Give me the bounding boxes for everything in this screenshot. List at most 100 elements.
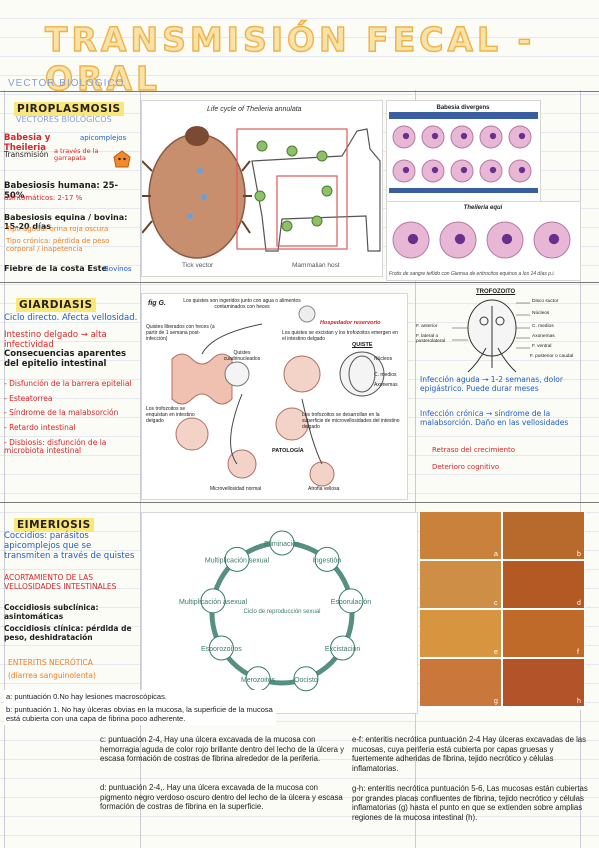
consecuencia-item: - Disfunción de la barrera epitelial [4,379,132,388]
photo-label: f [577,649,579,656]
parasite-dot [518,132,526,140]
babesia-micrograph-panel: Babesia divergens [386,100,541,202]
trofozoito-title: TROFOZOITO [476,289,516,295]
consecuencia-item: - Disbiosis: disfunción de la microbiota… [4,437,107,456]
cycle-step-label: Esporozoítos [201,646,242,653]
diarrea-sanguinolenta: (diarrea sanguinolenta) [8,671,96,680]
nucleos-t-label: Núcleos [532,311,550,316]
parasite-dot [431,166,439,174]
transmision: Transmisión [4,150,49,159]
photo-label: a [494,551,498,558]
intestine-photo [503,561,584,608]
cycle-stage [338,588,364,614]
column-line [140,90,141,848]
intestine-photo [503,610,584,657]
atrofia-label: Atrofia vellosa [308,486,340,492]
babesiosis-humana: Babesiosis humana: 25-50% [4,181,119,201]
giardia-intestino: Intestino delgado → alta infectividad [4,330,107,350]
acortamiento: ACORTAMIENTO DE LAS VELLOSIDADES INTESTI… [4,573,117,591]
f-anterior-label: F. anterior [416,324,438,329]
cycle-step-label: Excistación [325,646,361,653]
coccidiosis-subclinica: Coccidiosis subclínica: asintomáticas [4,603,99,621]
garrapata-icon [113,150,131,168]
parasite-dot [489,166,497,174]
section-divider [0,502,599,503]
parasite-dot [501,233,513,245]
giardiasis-heading-wrap: GIARDIASIS [16,294,96,312]
caption-a: a: puntuación 0.No hay lesiones macroscó… [4,690,276,703]
caption-b: b: puntuación 1. No hay úlceras obvias e… [4,703,276,725]
babesia-theileria: Babesia y Theileria [4,133,51,153]
column-line [580,90,581,848]
consecuencia-item: - Síndrome de la malabsorción [4,408,119,418]
piroplasmosis-heading-wrap: PIROPLASMOSIS [14,98,124,116]
vector-note: a través de la garrapata [54,147,99,163]
mammalian-host-label: Mammalian host [292,262,340,269]
f-posterior-label: F. posterior o caudal [530,354,574,359]
cycle-stage [224,546,250,572]
cycle-step-label: Eliminación [264,541,300,548]
caption-c: c: puntuación 2-4, Hay una úlcera excava… [100,735,345,763]
asintomaticos: asintomáticos: 2-17 % [4,194,83,202]
nucleos-label: Núcleos [374,356,393,362]
parasite-dot [548,233,560,245]
enteritis-necrotica: ENTERITIS NECRÓTICA [8,658,93,667]
tick-vector-label: Tick vector [182,262,214,269]
photo-label: c [494,600,498,607]
consecuencia-item: - Esteatorrea [4,393,53,403]
intestine-photo [420,659,501,706]
infeccion-cronica: Infección crónica → síndrome de la malab… [420,409,569,427]
cycle-stage [269,530,295,556]
parasite-dot [431,132,439,140]
vectores-label: VECTORES BIOLÓGICOS [16,115,112,124]
intestine-photo [420,610,501,657]
tipo-aguda: Tipo aguda: orina roja oscura [6,225,109,233]
piroplasmosis-heading: PIROPLASMOSIS [14,102,124,116]
patologia-label: PATOLOGÍA [272,448,304,454]
cycle-stage [314,546,340,572]
parasite-dot [402,166,410,174]
f-lateral-label: F. lateral o posterolateral [416,334,446,344]
cycle-stage [208,635,234,661]
cycle-stage [293,666,319,692]
tipo-cronica: Tipo crónica: pérdida de peso corporal /… [6,237,110,254]
theileria-lifecycle-figure: Life cycle of Theileria annulata Tick ve… [141,100,383,277]
parasite-dot [460,166,468,174]
cycle-step-label: Esporulación [331,599,372,606]
photo-label: h [577,698,581,705]
giardia-ciclo: Ciclo directo. Afecta vellosidad. [4,313,138,323]
parasite-dot [402,132,410,140]
microvellosidad-label: Microvellosidad normal [210,486,262,492]
section-divider [0,91,599,92]
parasite-dot [407,233,419,245]
fig-g-label: fig G. [148,300,166,307]
intestine-photo [503,659,584,706]
fiebre-costa-este: Fiebre de la costa Este [4,264,107,273]
retraso-crecimiento: Retraso del crecimiento [432,446,516,454]
lifecycle-title: Life cycle of Theileria annulata [207,106,302,113]
page-subtitle: VECTOR BIOLÓGICO [8,78,125,89]
eimeriosis-heading: EIMERIOSIS [14,518,94,532]
coccidiosis-clinica: Coccidiosis clínica: pérdida de peso, de… [4,624,132,642]
quistes-ingeridos: Los quistes son ingeridos junto con agua… [183,298,301,310]
cycle-step-label: Ingestión [313,557,342,564]
frotis-caption: Frotis de sangre teñido con Giemsa de er… [389,271,555,277]
caption-gh: g-h: enteritis necrótica puntuación 5-6,… [352,784,588,822]
caption-ef: e-f: enteritis necrótica puntuación 2-4 … [352,735,587,773]
axonemas-label: Axonemas [374,382,398,388]
infeccion-aguda: Infección aguda → 1-2 semanas, dolor epi… [420,375,563,393]
caption-d: d: puntuación 2-4,. Hay una úlcera excav… [100,783,343,811]
quiste-label: QUISTE [352,342,373,348]
cycle-step-label: Oocisto [294,677,318,684]
column-line [415,90,416,848]
babesiosis-equina: Babesiosis equina / bovina: 15-20 días [4,213,128,232]
quistes-cuadri: Quistes cuadrinucleados [223,350,261,362]
photo-label: b [577,551,581,558]
section-divider [0,282,599,283]
cycle-stage [200,588,226,614]
parasite-dot [454,233,466,245]
coccidios-text: Coccidios: parásitos apicomplejos que se… [4,531,135,561]
intestine-photo [420,561,501,608]
trofozoito-diagram: TROFOZOITO Disco suctor Núcleos C. medio… [412,288,578,376]
